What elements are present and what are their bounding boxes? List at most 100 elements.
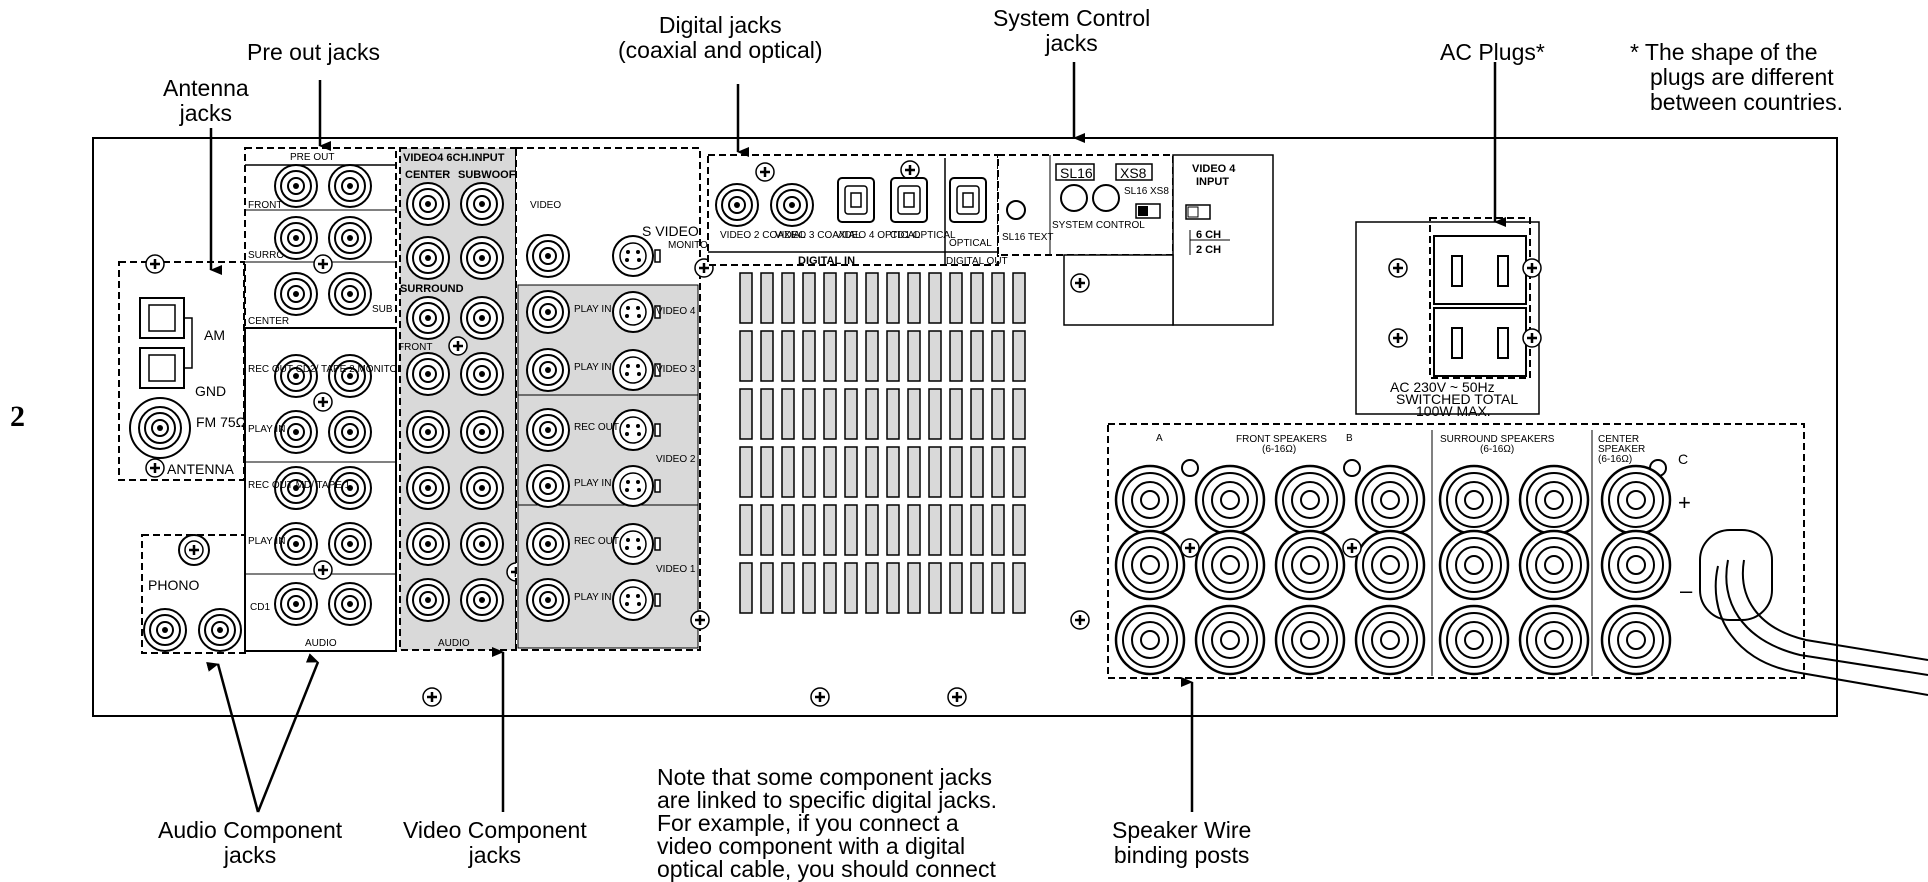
vent-slot — [928, 504, 942, 556]
sl16-text-label: SL16 TEXT — [1002, 232, 1054, 243]
phono-section: PHONO — [141, 534, 246, 654]
video1-label: VIDEO 1 — [656, 564, 696, 575]
digital-out-label: DIGITAL OUT — [946, 256, 1008, 267]
rec-out-v1: REC OUT — [574, 536, 619, 547]
vent-slot — [991, 330, 1005, 382]
vent-slot — [781, 330, 795, 382]
binding-post — [1354, 529, 1426, 601]
vent-slot — [928, 446, 942, 498]
video2-coax-label: VIDEO 2 COAXIAL — [720, 230, 806, 241]
vent-slot — [865, 446, 879, 498]
power-cord — [1699, 529, 1928, 696]
ac-rating-2: SWITCHED TOTAL — [1396, 391, 1518, 407]
vent-slot — [928, 388, 942, 440]
vent-slot — [739, 272, 753, 324]
digital-section: VIDEO 2 COAXIAL VIDEO 3 COAXIAL VIDEO 4 … — [707, 154, 1008, 267]
vent-slot — [886, 446, 900, 498]
gnd-label: GND — [195, 383, 226, 399]
video4-input-2: INPUT — [1196, 176, 1229, 188]
vent-slot — [991, 562, 1005, 614]
vent-slot — [907, 330, 921, 382]
video3-coax-label: VIDEO 3 COAXIAL — [775, 230, 861, 241]
subwoofer-col-label: SUBWOOFER — [458, 169, 531, 181]
rec-out-v2: REC OUT — [574, 422, 619, 433]
s-video-label: S VIDEO — [642, 223, 699, 239]
center-speaker-2: SPEAKER — [1598, 444, 1645, 455]
vent-slot — [739, 504, 753, 556]
play-in-label-2: PLAY IN — [248, 536, 285, 547]
vent-slot — [886, 330, 900, 382]
video4-6ch-label: VIDEO4 6CH.INPUT — [403, 152, 505, 164]
vent-slot — [886, 504, 900, 556]
binding-post — [1518, 464, 1590, 536]
audio-label-1: AUDIO — [305, 638, 337, 649]
audio-label-2: AUDIO — [438, 638, 470, 649]
vent-slot — [823, 272, 837, 324]
vent-slot — [1012, 446, 1026, 498]
binding-post — [1114, 604, 1186, 676]
binding-post — [1114, 529, 1186, 601]
vent-slot — [802, 272, 816, 324]
center-col-label: CENTER — [405, 169, 450, 181]
binding-post — [1518, 604, 1590, 676]
vent-slot — [739, 388, 753, 440]
vent-slot — [781, 388, 795, 440]
binding-post — [1438, 464, 1510, 536]
ac-rating-1: AC 230V ~ 50Hz — [1390, 379, 1495, 395]
vent-slot — [865, 388, 879, 440]
binding-post — [1114, 464, 1186, 536]
vent-slot — [970, 504, 984, 556]
speaker-terminals-section: FRONT SPEAKERS (6-16Ω) A B SURROUND SPEA… — [1107, 423, 1805, 679]
binding-post — [1194, 529, 1266, 601]
vent-slot — [970, 330, 984, 382]
vent-slot — [802, 388, 816, 440]
vent-slot — [907, 272, 921, 324]
monitor-out-label: MONITOR OUT — [668, 240, 739, 251]
vent-slot — [823, 388, 837, 440]
vent-slot — [844, 330, 858, 382]
vent-slot — [844, 504, 858, 556]
cd1-label: CD1 — [250, 602, 270, 613]
plus-label: + — [1678, 490, 1691, 515]
vent-slot — [949, 330, 963, 382]
page-number: 2 — [10, 400, 25, 433]
vent-slot — [970, 272, 984, 324]
minus-label: – — [1680, 578, 1693, 603]
vent-slot — [760, 504, 774, 556]
fm-label: FM 75Ω — [196, 414, 246, 430]
vent-slot — [991, 272, 1005, 324]
a-label: A — [1156, 433, 1163, 444]
pre-out-audio-section: PRE OUT FRONT SURROUND CENTER SUB REC OU… — [244, 147, 405, 652]
play-in-v1: PLAY IN — [574, 592, 611, 603]
vent-slot — [886, 272, 900, 324]
vent-slot — [760, 388, 774, 440]
ac-rating-3: 100W MAX. — [1416, 403, 1491, 419]
b-label: B — [1346, 433, 1353, 444]
surround-tag-label: SURROUND — [400, 283, 464, 295]
digital-in-label: DIGITAL IN — [798, 255, 855, 267]
ac-outlet-section: AC 230V ~ 50Hz SWITCHED TOTAL 100W MAX. — [1355, 217, 1543, 419]
vent-slot — [802, 330, 816, 382]
cd1-opt-label: CD1 OPTICAL — [890, 230, 956, 241]
vent-slot — [739, 446, 753, 498]
vent-slot — [844, 272, 858, 324]
vent-slot — [781, 272, 795, 324]
vent-slot — [865, 504, 879, 556]
vent-slot — [1012, 504, 1026, 556]
vent-slot — [781, 446, 795, 498]
vent-slot — [844, 562, 858, 614]
binding-post — [1438, 529, 1510, 601]
front-tag-label: FRONT — [398, 342, 432, 353]
vent-slot — [760, 330, 774, 382]
pre-out-callout: Pre out jacks — [247, 39, 380, 65]
surround-label: SURROUND — [248, 250, 306, 261]
digital-callout: Digital jacks(coaxial and optical) — [618, 12, 823, 63]
vent-slot — [823, 330, 837, 382]
vent-slot — [844, 388, 858, 440]
binding-post — [1274, 604, 1346, 676]
antenna-panel-label: ANTENNA — [167, 461, 235, 477]
play-in-v4: PLAY IN — [574, 304, 611, 315]
vent-slot — [991, 388, 1005, 440]
ohm-center: (6-16Ω) — [1598, 454, 1632, 465]
rec-out-cd2-label: REC OUT CD2/ TAPE 2 MONITOR — [248, 364, 405, 375]
